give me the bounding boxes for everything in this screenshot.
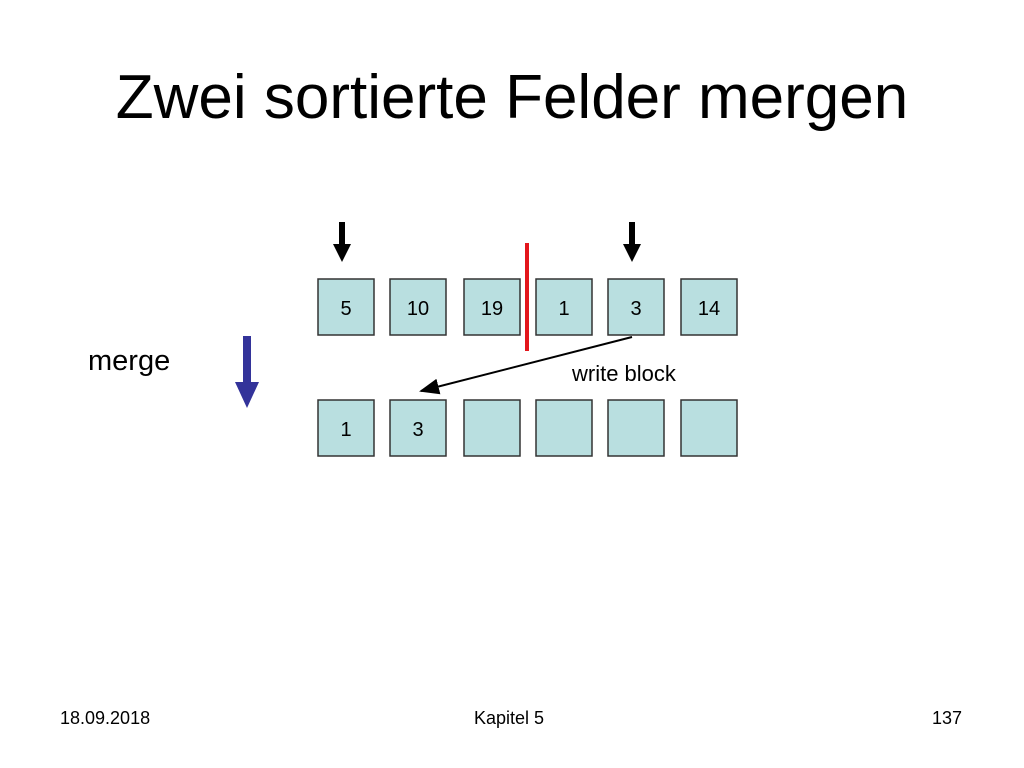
output-cell — [463, 399, 521, 457]
merge-direction-arrow-icon — [235, 336, 259, 408]
output-cell-box — [463, 399, 521, 457]
footer-page-number: 137 — [931, 708, 962, 728]
input-cell: 19 — [463, 278, 521, 336]
input-cell: 3 — [607, 278, 665, 336]
output-cell-value: 3 — [412, 419, 423, 441]
output-cell-box — [389, 399, 447, 457]
input-cell-value: 3 — [630, 298, 641, 320]
footer-chapter: Kapitel 5 — [474, 708, 545, 728]
input-cell-value: 14 — [698, 298, 720, 320]
run1-pointer-arrow-icon — [333, 222, 351, 262]
input-cell-box — [317, 278, 375, 336]
input-cell-box — [463, 278, 521, 336]
input-cell-value: 19 — [481, 298, 503, 320]
output-cell-box — [317, 399, 375, 457]
output-cell-box — [680, 399, 738, 457]
input-cell-value: 10 — [407, 298, 429, 320]
write-block-label: write block — [572, 361, 676, 386]
input-cell-box — [389, 278, 447, 336]
input-cell-value: 1 — [558, 298, 569, 320]
input-cell: 14 — [680, 278, 738, 336]
footer-date: 18.09.2018 — [60, 708, 151, 728]
output-cell: 3 — [389, 399, 447, 457]
input-cell-box — [607, 278, 665, 336]
merge-label: merge — [88, 345, 171, 377]
output-cell-box — [607, 399, 665, 457]
pointer-layer — [333, 222, 641, 262]
output-cell — [607, 399, 665, 457]
output-cell-value: 1 — [340, 419, 351, 441]
input-cell-value: 5 — [340, 298, 351, 320]
input-array: 5 10 19 1 3 14 — [317, 278, 738, 336]
output-cell — [535, 399, 593, 457]
output-cell — [680, 399, 738, 457]
input-cell: 10 — [389, 278, 447, 336]
input-cell: 1 — [535, 278, 593, 336]
input-cell: 5 — [317, 278, 375, 336]
output-cell: 1 — [317, 399, 375, 457]
input-cell-box — [535, 278, 593, 336]
input-cell-box — [680, 278, 738, 336]
write-block-arrow — [419, 336, 633, 395]
run2-pointer-arrow-icon — [623, 222, 641, 262]
output-cell-box — [535, 399, 593, 457]
slide-title: Zwei sortierte Felder mergen — [115, 63, 909, 132]
